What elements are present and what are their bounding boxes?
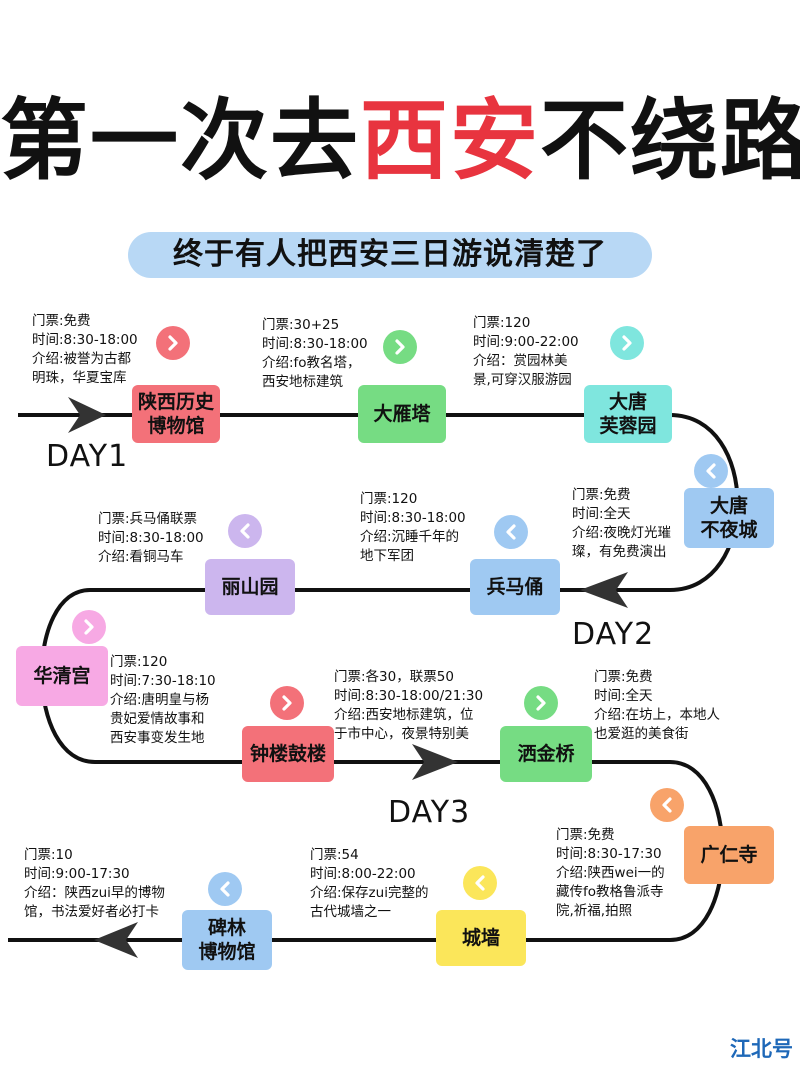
subtitle-banner: 终于有人把西安三日游说清楚了 [128,232,652,278]
chevron-left-icon [694,454,728,488]
spot-bell-drum-tower[interactable]: 钟楼鼓楼 [242,726,334,782]
spot-name: 大唐 不夜城 [700,495,758,541]
spot-name: 洒金桥 [517,743,575,765]
title-highlight: 西安 [360,89,541,192]
spot-great-tang-all-day-mall[interactable]: 大唐 不夜城 [684,488,774,548]
page-title: 第一次去西安不绕路 [0,86,800,196]
spot-name: 丽山园 [221,576,279,598]
watermark: 江北号 [730,1037,793,1061]
day1-label: DAY1 [46,439,129,474]
title-part1: 第一次去 [0,89,361,192]
spot-name: 陕西历史 博物馆 [137,391,214,437]
spot-forest-of-steles-museum[interactable]: 碑林 博物馆 [182,910,272,970]
chevron-left-icon [463,866,497,900]
spot-info: 门票:120 时间:9:00-22:00 介绍：赏园林美 景,可穿汉服游园 [473,315,579,388]
day2-label: DAY2 [572,617,655,652]
chevron-right-icon [156,326,190,360]
spot-info: 门票:免费 时间:8:30-17:30 介绍:陕西wei一的 藏传fo教格鲁派寺… [556,827,665,919]
spot-huaqing-palace[interactable]: 华清宫 [16,646,108,706]
chevron-right-icon [72,610,106,644]
spot-info: 门票:免费 时间:8:30-18:00 介绍:被誉为古都 明珠，华夏宝库 [32,313,138,386]
spot-name: 大唐 芙蓉园 [599,391,657,437]
chevron-right-icon [270,686,304,720]
spot-tang-paradise[interactable]: 大唐 芙蓉园 [584,385,672,443]
chevron-left-icon [228,514,262,548]
chevron-right-icon [383,330,417,364]
spot-info: 门票:免费 时间:全天 介绍:在坊上，本地人 也爱逛的美食街 [594,669,721,742]
arrow-right-icon [412,744,458,780]
spot-info: 门票:10 时间:9:00-17:30 介绍：陕西zui早的博物 馆，书法爱好者… [24,847,165,920]
spot-name: 大雁塔 [373,403,431,425]
spot-info: 门票:120 时间:8:30-18:00 介绍:沉睡千年的 地下军团 [360,491,466,564]
chevron-right-icon [610,326,644,360]
title-part2: 不绕路 [540,89,800,192]
spot-info: 门票:30+25 时间:8:30-18:00 介绍:fo教名塔， 西安地标建筑 [262,317,368,390]
arrow-left-icon [94,922,138,958]
spot-sajinqiao[interactable]: 洒金桥 [500,726,592,782]
spot-info: 门票:54 时间:8:00-22:00 介绍:保存zui完整的 古代城墙之一 [310,847,429,920]
spot-name: 兵马俑 [486,576,544,598]
spot-guangren-temple[interactable]: 广仁寺 [684,826,774,884]
chevron-left-icon [494,515,528,549]
spot-info: 门票:120 时间:7:30-18:10 介绍:唐明皇与杨 贵妃爱情故事和 西安… [110,654,216,746]
spot-terracotta-warriors[interactable]: 兵马俑 [470,559,560,615]
spot-city-wall[interactable]: 城墙 [436,910,526,966]
arrow-right-icon [68,397,106,433]
spot-info: 门票:兵马俑联票 时间:8:30-18:00 介绍:看铜马车 [98,511,204,565]
spot-info: 门票:各30，联票50 时间:8:30-18:00/21:30 介绍:西安地标建… [334,669,484,742]
spot-info: 门票:免费 时间:全天 介绍:夜晚灯光璀 璨，有免费演出 [572,487,672,560]
day3-label: DAY3 [388,795,471,830]
spot-name: 城墙 [461,927,500,949]
spot-big-wild-goose-pagoda[interactable]: 大雁塔 [358,385,446,443]
arrow-left-icon [580,572,628,608]
spot-name: 华清宫 [33,665,91,687]
chevron-right-icon [524,686,558,720]
spot-name: 广仁寺 [700,844,758,866]
spot-name: 碑林 博物馆 [198,917,256,963]
chevron-left-icon [650,788,684,822]
spot-name: 钟楼鼓楼 [249,743,326,765]
chevron-left-icon [208,872,242,906]
spot-shaanxi-history-museum[interactable]: 陕西历史 博物馆 [132,385,220,443]
spot-lishan-garden[interactable]: 丽山园 [205,559,295,615]
